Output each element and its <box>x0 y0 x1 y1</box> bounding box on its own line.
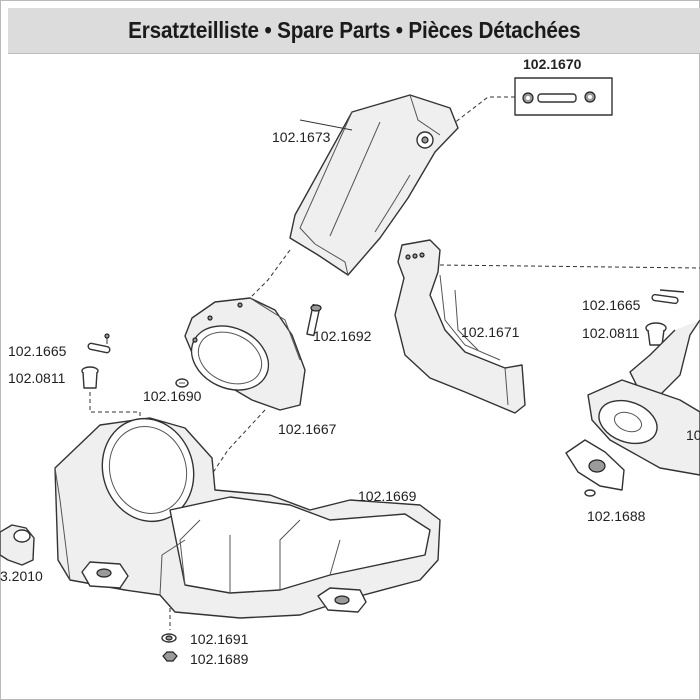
pin-1665-left <box>87 333 111 354</box>
label-102-1665-left: 102.1665 <box>8 343 67 359</box>
pin-kit-inset <box>514 77 613 116</box>
label-102-1692: 102.1692 <box>313 328 372 344</box>
label-102-1673: 102.1673 <box>272 129 331 145</box>
label-102-0811-right: 102.0811 <box>582 325 640 341</box>
collar-part-1667 <box>184 297 306 411</box>
screw-1692 <box>306 304 322 337</box>
nut-1689 <box>162 651 178 662</box>
header-bar: Ersatzteilliste • Spare Parts • Pièces D… <box>8 8 700 54</box>
label-102-1688: 102.1688 <box>587 508 646 524</box>
leader-1673 <box>299 119 353 131</box>
label-102-1690: 102.1690 <box>143 388 202 404</box>
pin-kit-leader <box>431 96 515 141</box>
knob-0811-left <box>81 366 99 389</box>
label-102-1665-right: 102.1665 <box>582 297 641 313</box>
base-part-1669 <box>54 417 441 619</box>
label-cut-right: 10 <box>686 427 700 443</box>
hood-leader-dash <box>242 249 291 306</box>
arm-part-1671 <box>394 239 526 414</box>
label-102-1671: 102.1671 <box>461 324 520 340</box>
arm-leader-dash <box>439 264 700 269</box>
label-102-1667: 102.1667 <box>278 421 337 437</box>
right-partial-assembly <box>565 289 700 497</box>
washer-1691 <box>161 633 177 643</box>
screw-1690 <box>175 378 189 388</box>
label-102-1689: 102.1689 <box>190 651 249 667</box>
label-102-1691: 102.1691 <box>190 631 249 647</box>
label-102-0811-left: 102.0811 <box>8 370 66 386</box>
label-102-1669: 102.1669 <box>358 488 417 504</box>
label-3-2010: 3.2010 <box>0 568 43 584</box>
label-102-1670: 102.1670 <box>523 56 582 72</box>
collar-leader-dash <box>207 409 266 481</box>
elbow-part-2010 <box>0 524 35 566</box>
page-title: Ersatzteilliste • Spare Parts • Pièces D… <box>127 17 581 43</box>
hood-part-1673 <box>289 94 459 276</box>
